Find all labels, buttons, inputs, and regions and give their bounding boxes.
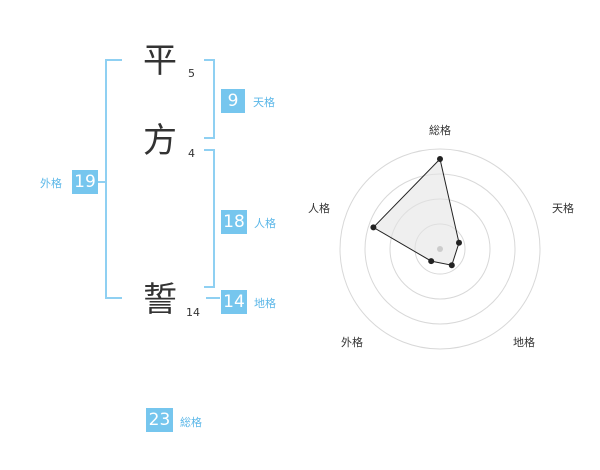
jinkaku-badge: 18 — [221, 210, 247, 234]
radar-point-2 — [448, 262, 455, 269]
jinkaku-bracket — [204, 149, 215, 288]
radar-point-0 — [437, 156, 443, 162]
chikaku-badge: 14 — [221, 290, 247, 314]
radar-label-soukaku: 総格 — [429, 123, 451, 137]
radar-polygon — [372, 157, 460, 266]
chikaku-label: 地格 — [254, 297, 276, 310]
radar-points — [370, 156, 462, 269]
radar-point-3 — [428, 258, 435, 265]
name-char-1-strokes: 5 — [188, 67, 195, 80]
soukaku-badge: 23 — [146, 408, 173, 432]
gaikaku-label: 外格 — [40, 177, 62, 190]
jinkaku-label: 人格 — [254, 217, 276, 230]
tenkaku-badge: 9 — [221, 89, 245, 113]
name-char-2-strokes: 4 — [188, 147, 195, 160]
gaikaku-bracket — [105, 59, 122, 299]
radar-label-jinkaku: 人格 — [308, 201, 330, 215]
radar-point-1 — [456, 239, 462, 246]
radar-label-tenkaku: 天格 — [552, 201, 574, 215]
radar-label-chikaku: 地格 — [513, 335, 535, 349]
radar-point-4 — [370, 224, 377, 231]
radar-chart: 総格 天格 地格 外格 人格 — [308, 123, 574, 350]
radar-label-gaikaku: 外格 — [341, 335, 363, 349]
tenkaku-label: 天格 — [253, 96, 275, 109]
radar-center-dot — [437, 246, 443, 252]
gaikaku-badge: 19 — [72, 170, 98, 194]
name-char-2: 方 — [143, 121, 177, 161]
name-char-3-strokes: 14 — [186, 306, 200, 319]
radar-ring — [339, 148, 541, 350]
name-brackets — [98, 59, 220, 299]
soukaku-label: 総格 — [180, 416, 202, 429]
name-char-3: 誓 — [143, 280, 177, 320]
name-char-1: 平 — [143, 41, 177, 81]
tenkaku-bracket — [204, 59, 215, 139]
